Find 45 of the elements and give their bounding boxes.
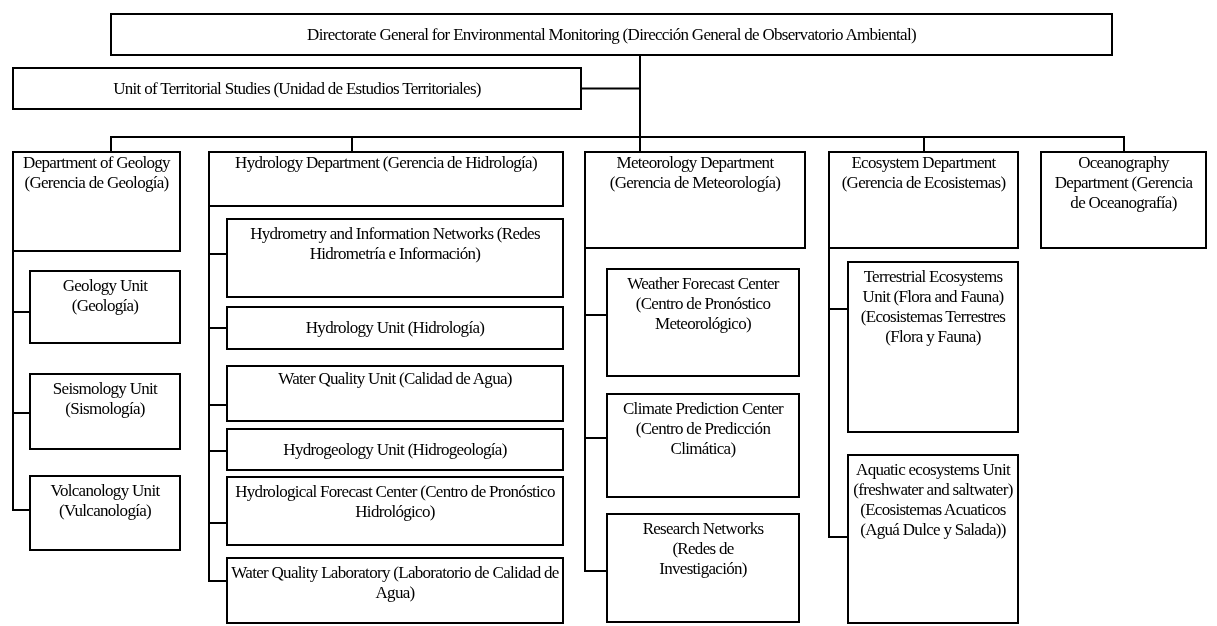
org-unit-box (226, 476, 564, 546)
org-unit-box (12, 151, 181, 252)
unit-name: Terrestrial Ecosystems Unit (Flora and Fauna) (Ecosistemas Terrestres (Flora y Fauna) (859, 267, 1007, 347)
org-unit-box (29, 270, 181, 344)
unit-name: Water Quality Laboratory (Laboratorio de Calidad de Agua) (231, 563, 559, 603)
org-unit-box (226, 218, 564, 298)
connector-line (828, 248, 848, 538)
unit-name: Hydrometry and Information Networks (Redes Hidrometría e Información) (249, 224, 541, 264)
unit-name: Water Quality Unit (Calidad de Agua) (278, 369, 512, 389)
unit-name: Directorate General for Environmental Monitoring (Dirección General de Observatorio Ambiental) (307, 25, 916, 45)
org-unit-box (29, 475, 181, 551)
org-unit-box (606, 393, 800, 498)
org-unit-box (226, 365, 564, 422)
org-unit-box (226, 557, 564, 624)
unit-name: Aquatic ecosystems Unit (freshwater and saltwater) (Ecosistemas Acuaticos (Aguá Dulce y Salada)) (852, 460, 1014, 540)
org-unit-box (1040, 151, 1207, 249)
org-unit-box (226, 428, 564, 471)
unit-name: Oceanography Department (Gerencia de Oceanografía) (1053, 153, 1194, 213)
org-unit-box (584, 151, 806, 249)
unit-name: Geology Unit (Geología) (61, 276, 149, 316)
connector-line (12, 251, 30, 511)
connector-line (584, 248, 607, 572)
unit-name: Unit of Territorial Studies (Unidad de Estudios Territoriales) (113, 79, 481, 99)
org-unit-box (847, 454, 1019, 624)
org-unit-box (606, 268, 800, 377)
unit-name: Hydrological Forecast Center (Centro de Pronóstico Hidrológico) (234, 482, 556, 522)
unit-name: Climate Prediction Center (Centro de Predicción Climática) (622, 399, 785, 459)
unit-name: Volcanology Unit (Vulcanología) (49, 481, 161, 521)
org-unit-box (226, 306, 564, 350)
unit-name: Meteorology Department (Gerencia de Meteorología) (608, 153, 782, 193)
org-unit-box (110, 13, 1113, 56)
org-unit-box (847, 261, 1019, 433)
org-unit-box (828, 151, 1019, 249)
org-unit-box (208, 151, 564, 207)
unit-name: Ecosystem Department (Gerencia de Ecosistemas) (840, 153, 1007, 193)
unit-name: Seismology Unit (Sismología) (51, 379, 159, 419)
org-unit-box (29, 373, 181, 450)
unit-name: Hydrology Department (Gerencia de Hidrología) (235, 153, 537, 173)
unit-name: Hydrology Unit (Hidrología) (305, 318, 485, 338)
unit-name: Hydrogeology Unit (Hidrogeología) (283, 440, 507, 460)
unit-name: Weather Forecast Center (Centro de Pronóstico Meteorológico) (626, 274, 781, 334)
org-unit-box (606, 513, 800, 623)
unit-name: Research Networks (Redes de Investigación) (641, 519, 765, 579)
unit-name: Department of Geology (Gerencia de Geología) (22, 153, 172, 193)
org-unit-box (12, 67, 582, 110)
